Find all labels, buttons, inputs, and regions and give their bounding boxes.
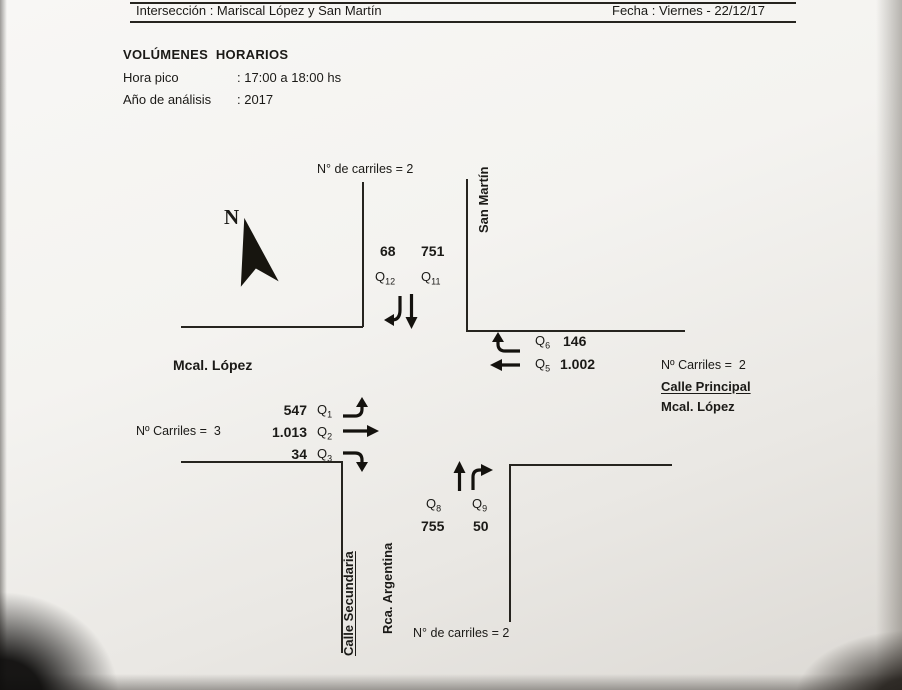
- q1-sub: 1: [327, 409, 333, 420]
- road-edge-west-bottom: [181, 461, 342, 463]
- q8-value: 755: [421, 518, 445, 534]
- q9-turn-right-arrow-icon: [471, 464, 493, 490]
- q2-through-arrow-icon: [343, 425, 379, 437]
- header-bottom-rule: [130, 21, 796, 23]
- q6-label: Q6: [535, 333, 551, 351]
- q2-base: Q: [317, 424, 328, 439]
- q11-base: Q: [421, 269, 432, 284]
- q11-value: 751: [421, 243, 445, 259]
- road-edge-east-bottom: [509, 464, 672, 466]
- street-east-name-label: Mcal. López: [661, 399, 735, 414]
- header-top-rule: [130, 2, 796, 4]
- north-needle: [240, 217, 279, 287]
- q8-label: Q8: [426, 496, 442, 514]
- road-edge-bottom-right: [509, 464, 511, 622]
- q1-turn-up-arrow-icon: [343, 397, 368, 418]
- q5-value: 1.002: [560, 356, 596, 372]
- q6-base: Q: [535, 333, 546, 348]
- arrow-head: [492, 332, 504, 342]
- q9-value: 50: [473, 518, 489, 534]
- street-south-class-label: Calle Secundaria: [341, 551, 356, 656]
- arrow-head: [481, 464, 493, 476]
- arrow-shaft: [343, 451, 364, 463]
- arrow-head: [453, 461, 466, 473]
- q2-label: Q2: [317, 424, 333, 442]
- arrow-shaft: [471, 468, 482, 490]
- q6-sub: 6: [545, 340, 551, 351]
- q1-base: Q: [317, 402, 328, 417]
- street-east-class-label: Calle Principal: [661, 379, 751, 394]
- q2-sub: 2: [327, 431, 333, 442]
- q9-label: Q9: [472, 496, 488, 514]
- q3-base: Q: [317, 446, 328, 461]
- street-south-name-label: Rca. Argentina: [380, 542, 395, 634]
- lanes-bottom-label: N° de carriles = 2: [413, 626, 510, 640]
- q6-turn-up-arrow-icon: [492, 332, 520, 353]
- section-title: VOLÚMENES HORARIOS: [123, 47, 289, 62]
- q11-through-arrow-icon: [405, 294, 418, 329]
- q3-sub: 3: [327, 453, 333, 464]
- peak-hour-value: : 17:00 a 18:00 hs: [237, 70, 342, 85]
- q8-base: Q: [426, 496, 437, 511]
- arrow-head: [356, 462, 368, 472]
- lanes-top-label: N° de carriles = 2: [317, 162, 414, 176]
- north-needle-icon: [240, 217, 279, 287]
- road-edge-top-left: [362, 182, 364, 327]
- q8-sub: 8: [436, 503, 442, 514]
- q9-base: Q: [472, 496, 483, 511]
- arrow-head: [367, 425, 379, 437]
- arrow-shaft: [496, 341, 520, 353]
- q3-label: Q3: [317, 446, 333, 464]
- q3-turn-down-arrow-icon: [343, 451, 368, 472]
- q5-label: Q5: [535, 356, 551, 374]
- lanes-left-label: Nº Carriles = 3: [136, 424, 221, 438]
- q8-through-arrow-icon: [453, 461, 466, 491]
- north-label: N: [224, 205, 240, 229]
- q2-value: 1.013: [271, 424, 307, 440]
- analysis-year-label: Año de análisis: [123, 92, 212, 107]
- q11-label: Q11: [421, 269, 441, 287]
- q12-value: 68: [380, 243, 396, 259]
- street-west-label: Mcal. López: [173, 357, 253, 373]
- analysis-year-value: : 2017: [237, 92, 274, 107]
- q12-base: Q: [375, 269, 386, 284]
- q1-value: 547: [283, 402, 307, 418]
- header-date: Fecha : Viernes - 22/12/17: [612, 3, 765, 18]
- road-edge-east-top: [466, 330, 685, 332]
- q12-sub: 12: [385, 276, 396, 287]
- q9-sub: 9: [482, 503, 488, 514]
- road-edge-west-top: [181, 326, 363, 328]
- q5-base: Q: [535, 356, 546, 371]
- q5-through-arrow-icon: [490, 359, 520, 371]
- arrow-head: [384, 314, 394, 326]
- street-north-label: San Martín: [476, 166, 491, 233]
- q11-sub: 11: [431, 276, 441, 287]
- arrow-head: [405, 317, 418, 329]
- peak-hour-label: Hora pico: [123, 70, 179, 85]
- road-edge-bottom-left: [341, 461, 343, 653]
- q5-sub: 5: [545, 363, 551, 374]
- header-intersection: Intersección : Mariscal López y San Mart…: [136, 3, 382, 18]
- lanes-right-label: Nº Carriles = 2: [661, 358, 746, 372]
- arrow-head: [356, 397, 368, 407]
- road-edge-top-right: [466, 179, 468, 331]
- q12-label: Q12: [375, 269, 396, 287]
- q12-turn-left-arrow-icon: [384, 296, 402, 326]
- q3-value: 34: [291, 446, 307, 462]
- q6-value: 146: [563, 333, 587, 349]
- arrow-head: [490, 359, 502, 371]
- q1-label: Q1: [317, 402, 333, 420]
- arrow-shaft: [343, 406, 364, 418]
